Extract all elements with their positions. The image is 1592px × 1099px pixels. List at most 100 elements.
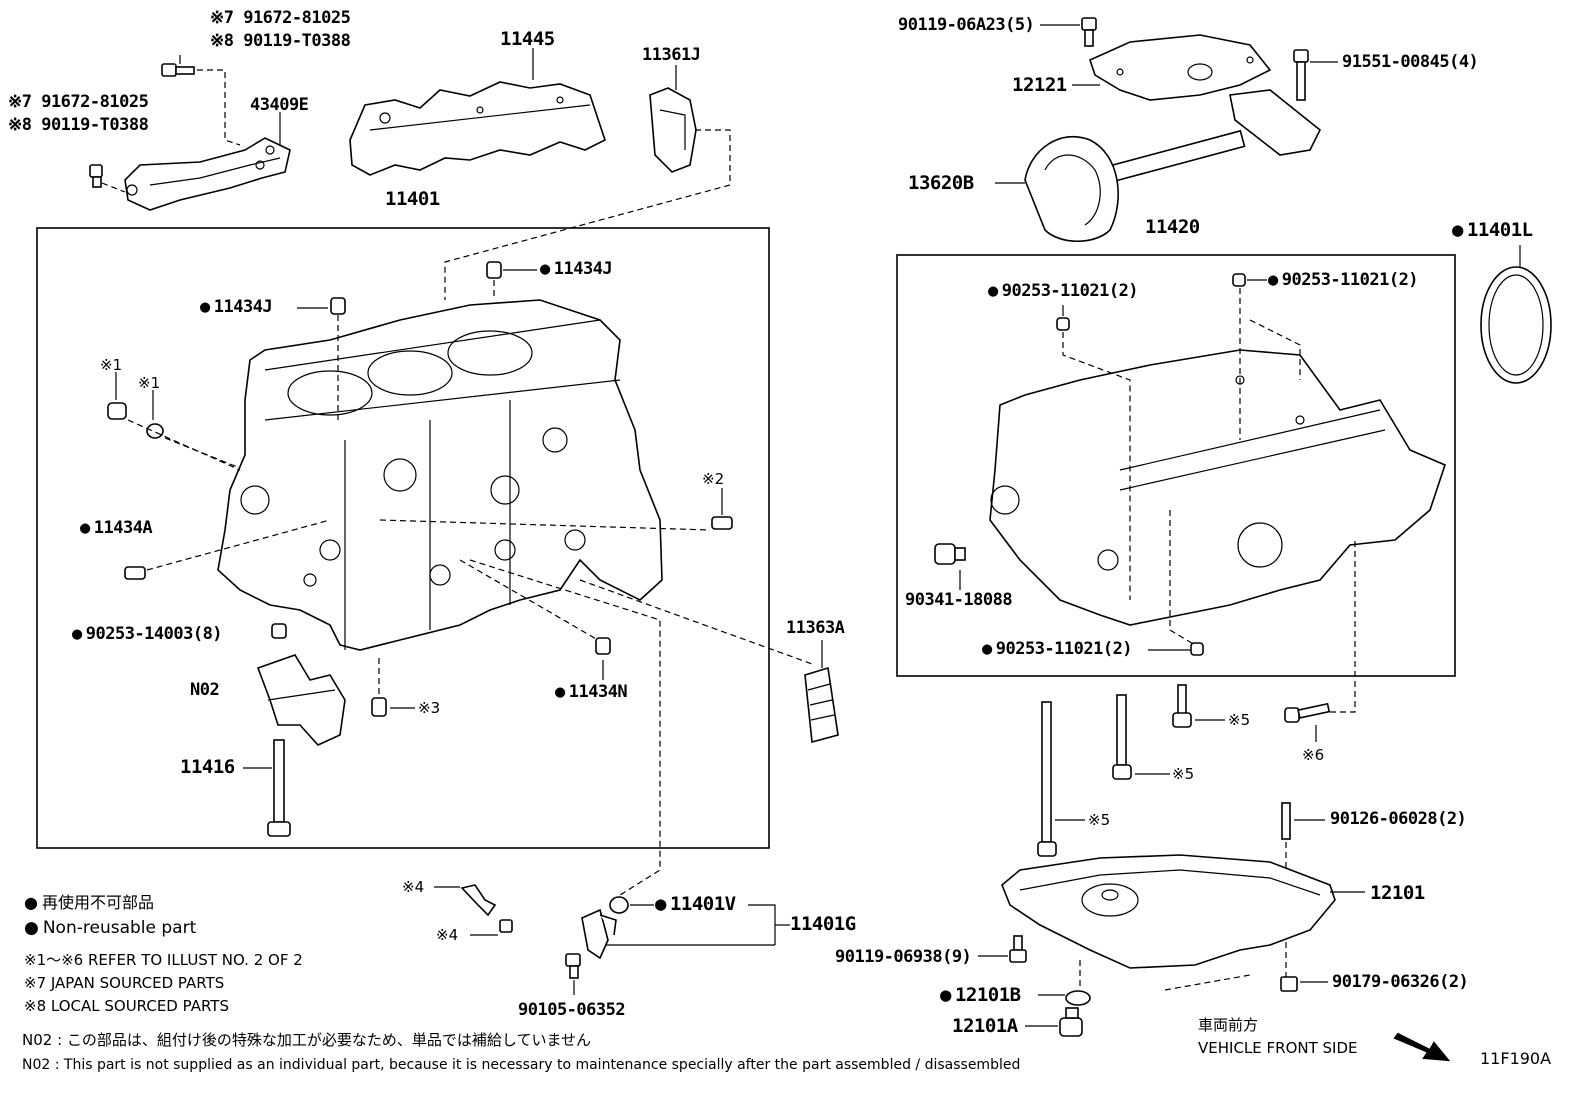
pin-ref2 — [711, 516, 733, 530]
label-90179-06326: 90179-06326(2) — [1332, 972, 1469, 992]
ring-ref1 — [146, 423, 164, 439]
label-90341-18088: 90341-18088 — [905, 590, 1013, 610]
pin-90253-11021-a — [1056, 317, 1070, 331]
bolt-91551-00845 — [1293, 49, 1309, 101]
balancer-13620b — [1024, 89, 1322, 242]
plug-90341-18088 — [934, 543, 966, 565]
bolt-90105-06352 — [565, 953, 581, 979]
bolt-ref5 — [1172, 684, 1192, 728]
pin-90253-11021-b — [1232, 273, 1246, 287]
drain-plug-12101a — [1059, 1007, 1083, 1037]
label-43409e: 43409E — [250, 95, 309, 115]
label-11363a: 11363A — [786, 618, 845, 638]
bolt-top-b — [89, 164, 103, 188]
label-ref1-b: ※1 — [138, 374, 161, 392]
cylinder-block-box — [36, 227, 770, 849]
label-90105-06352: 90105-06352 — [518, 1000, 626, 1020]
oil-seal-11401l — [1480, 266, 1552, 384]
label-11445: 11445 — [500, 28, 555, 50]
nut-90179-06326 — [1280, 976, 1298, 992]
vehicle-front-jp: 車両前方 — [1198, 1016, 1259, 1034]
pin-11434a — [124, 566, 146, 580]
label-ref6: ※6 — [1302, 746, 1325, 764]
label-ref5-c: ※5 — [1088, 811, 1111, 829]
label-ref2: ※2 — [702, 470, 725, 488]
cylinder-block-11401 — [217, 299, 663, 651]
label-11420: 11420 — [1145, 216, 1200, 238]
bolt-90253-14003 — [271, 623, 287, 639]
bolt-ref6 — [1284, 702, 1331, 723]
pin-11434j-b — [330, 297, 346, 315]
label-top-bolt-b-8: ※8 90119-T0388 — [8, 115, 149, 135]
label-13620b: 13620B — [908, 172, 974, 194]
label-90253-11021-a: 90253-11021(2) — [988, 283, 1139, 300]
label-11434j-b: 11434J — [200, 299, 273, 316]
diagram-id: 11F190A — [1480, 1049, 1552, 1068]
label-ref5-b: ※5 — [1172, 765, 1195, 783]
long-bolt-a — [1037, 701, 1057, 857]
label-91551-00845: 91551-00845(4) — [1342, 52, 1479, 72]
crankcase-11420 — [989, 349, 1446, 626]
label-top-bolt-a-7: ※7 91672-81025 — [210, 8, 351, 28]
seal-11363a — [804, 666, 839, 744]
legend-non-reusable-en: Non-reusable part — [24, 920, 196, 937]
long-bolt-b — [1112, 694, 1132, 780]
bolt-ref4 — [499, 919, 513, 933]
label-11434n: 11434N — [555, 684, 628, 701]
legend-n02-en: N02 : This part is not supplied as an in… — [22, 1057, 1021, 1073]
label-12101b: 12101B — [940, 986, 1021, 1005]
legend-refer: ※1～※6 REFER TO ILLUST NO. 2 OF 2 — [24, 951, 303, 969]
crankcase-box — [896, 254, 1456, 677]
insulator-11445 — [349, 81, 606, 176]
label-11401g: 11401G — [790, 913, 856, 935]
cover-12121 — [1089, 34, 1272, 101]
pin-ref3 — [371, 697, 387, 717]
label-90253-11021-b: 90253-11021(2) — [1268, 272, 1419, 289]
label-ref4-a: ※4 — [402, 878, 425, 896]
legend-n02-jp: N02 : この部品は、組付け後の特殊な加工が必要なため、単品では補給していませ… — [22, 1031, 592, 1049]
vehicle-front-arrow-icon — [1393, 1032, 1451, 1062]
vehicle-front-en: VEHICLE FRONT SIDE — [1198, 1039, 1358, 1057]
cover-11361j — [649, 87, 697, 173]
label-11401l: 11401L — [1452, 221, 1533, 240]
pin-11434n — [595, 637, 611, 655]
oil-pan-12101 — [1001, 854, 1336, 969]
legend-japan: ※7 JAPAN SOURCED PARTS — [24, 974, 225, 992]
bracket-ref4 — [460, 884, 497, 917]
legend-non-reusable-jp: 再使用不可部品 — [24, 895, 154, 911]
pin-90253-11021-c — [1190, 642, 1204, 656]
bolt-11416 — [267, 739, 291, 837]
label-ref5-a: ※5 — [1228, 711, 1251, 729]
label-top-bolt-b-7: ※7 91672-81025 — [8, 92, 149, 112]
oil-jet — [581, 908, 617, 960]
label-90253-14003: 90253-14003(8) — [72, 626, 223, 643]
label-11434j-a: 11434J — [540, 261, 613, 278]
label-11361j: 11361J — [642, 45, 701, 65]
label-90119-06938: 90119-06938(9) — [835, 947, 972, 967]
label-11434a: 11434A — [80, 520, 153, 537]
label-12121: 12121 — [1012, 74, 1067, 96]
label-11416: 11416 — [180, 756, 235, 778]
label-ref1-a: ※1 — [100, 356, 123, 374]
bolt-90119-06938 — [1009, 935, 1027, 963]
stud-90126-06028 — [1281, 802, 1291, 840]
label-90126-06028: 90126-06028(2) — [1330, 809, 1467, 829]
pin-11434j-a — [486, 261, 502, 279]
label-90119-06a23: 90119-06A23(5) — [898, 15, 1035, 35]
bolt-90119-06a23 — [1081, 17, 1097, 47]
label-11401: 11401 — [385, 188, 440, 210]
label-90253-11021-c: 90253-11021(2) — [982, 641, 1133, 658]
label-top-bolt-a-8: ※8 90119-T0388 — [210, 31, 351, 51]
o-ring-11401v — [609, 896, 629, 914]
label-ref4-b: ※4 — [436, 926, 459, 944]
label-n02: N02 — [190, 680, 220, 700]
label-12101: 12101 — [1370, 882, 1425, 904]
gasket-12101b — [1065, 990, 1091, 1006]
bearing-cap-n02 — [256, 654, 346, 746]
bracket-43409e — [124, 137, 291, 211]
bolt-top-a — [161, 63, 195, 77]
plug-ref1 — [107, 402, 127, 420]
legend-local: ※8 LOCAL SOURCED PARTS — [24, 997, 229, 1015]
label-ref3: ※3 — [418, 699, 441, 717]
